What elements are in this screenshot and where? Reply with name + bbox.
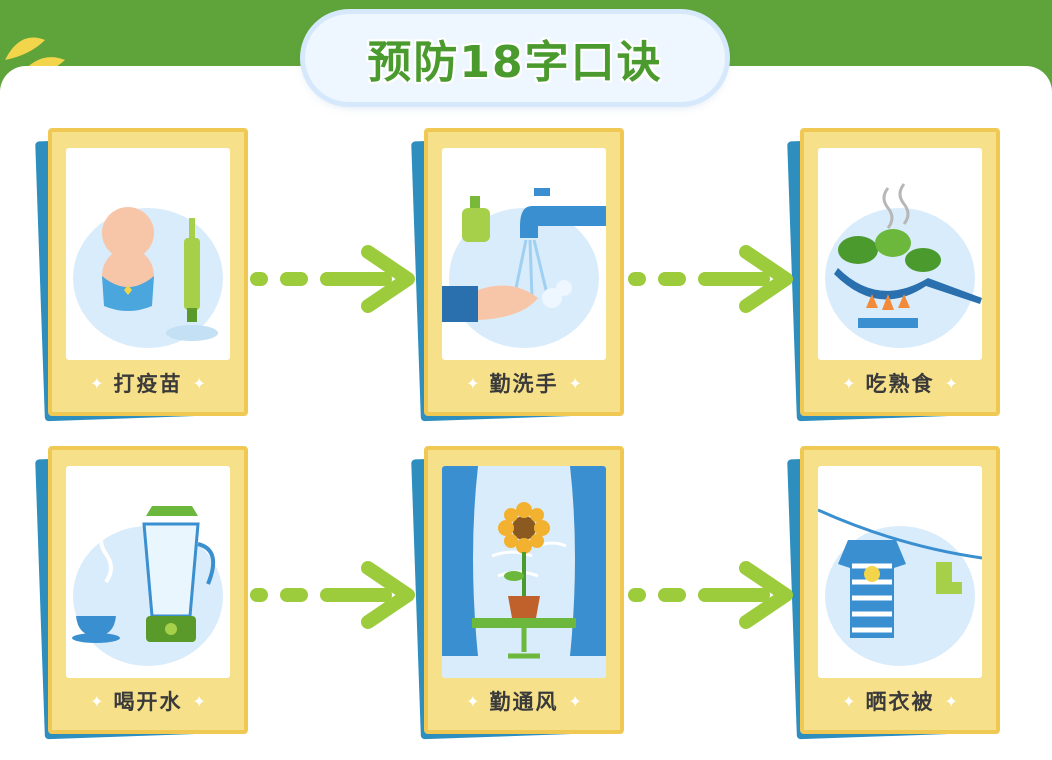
card-boiled-water: ✦ 喝开水 ✦ [35,446,248,740]
handwash-icon [442,188,606,348]
page-title: 预防18字口诀 [367,37,663,88]
card-ventilation: ✦ 勤通风 ✦ [411,446,624,740]
card-vaccine: ✦ 打疫苗 ✦ [35,128,248,422]
arrow-right-icon [628,245,793,313]
ventilation-icon [442,466,606,678]
card-label: 喝开水 [113,690,183,714]
card-label: 勤通风 [489,690,559,714]
card-label: 勤洗手 [489,372,559,396]
cooking-icon [825,183,982,348]
arrow-right-icon [250,245,415,313]
card-label: 吃熟食 [865,372,935,396]
card-label: 晒衣被 [865,690,935,714]
card-sun-clothes: ✦ 晒衣被 ✦ [787,446,1000,740]
card-cooked-food: ✦ 吃熟食 ✦ [787,128,1000,422]
vaccine-icon [73,207,223,348]
title-banner: 预防18字口诀 [305,14,725,102]
card-handwash: ✦ 勤洗手 ✦ [411,128,624,422]
boiled-water-icon [72,506,223,666]
arrow-right-icon [628,561,793,629]
arrow-right-icon [250,561,415,629]
card-label: 打疫苗 [113,372,183,396]
sun-clothes-icon [818,508,982,666]
